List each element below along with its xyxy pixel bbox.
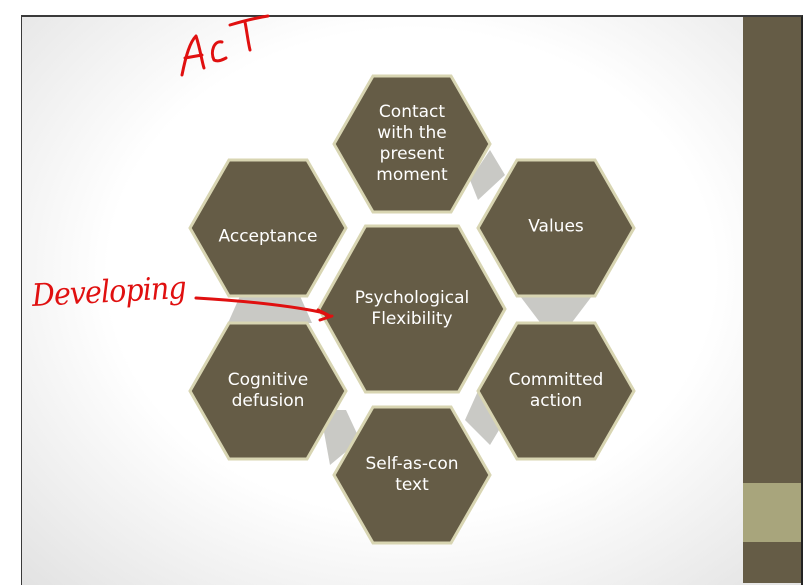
label-line: Cognitive xyxy=(227,370,309,390)
hexagon-values xyxy=(476,158,636,298)
connector xyxy=(320,410,360,465)
hexagon-center xyxy=(317,224,507,394)
label-line: Acceptance xyxy=(218,226,318,247)
label-line: Flexibility xyxy=(371,309,453,329)
label-line: action xyxy=(529,391,583,411)
label-line: moment xyxy=(376,165,448,185)
hexagon-acceptance xyxy=(188,158,348,298)
connector xyxy=(470,150,505,200)
connector xyxy=(520,296,592,325)
handwritten-act xyxy=(180,14,270,77)
connectors xyxy=(228,150,592,465)
label-line: present xyxy=(379,144,445,164)
label-line: Self-as-con xyxy=(365,454,459,474)
handwriting xyxy=(180,14,334,322)
hexagon-label-acceptance: Acceptance xyxy=(219,227,318,248)
label-line: defusion xyxy=(231,391,305,411)
hexagon-defusion xyxy=(188,321,348,461)
handwritten-note: Developing xyxy=(31,269,187,314)
label-line: text xyxy=(395,475,429,495)
connector xyxy=(465,391,505,445)
hexagon-self xyxy=(332,405,492,545)
label-line: Values xyxy=(528,216,584,237)
label-line: Committed xyxy=(508,370,604,390)
hexagon-committed xyxy=(476,321,636,461)
label-line: Psychological xyxy=(354,288,470,308)
label-line: Contact xyxy=(378,102,446,122)
hexagon-contact xyxy=(332,74,492,214)
slide-side-band-accent xyxy=(743,483,801,542)
hexagon-label-values: Values xyxy=(528,217,584,238)
label-line: with the xyxy=(377,123,447,143)
handwritten-arrow xyxy=(194,296,334,322)
